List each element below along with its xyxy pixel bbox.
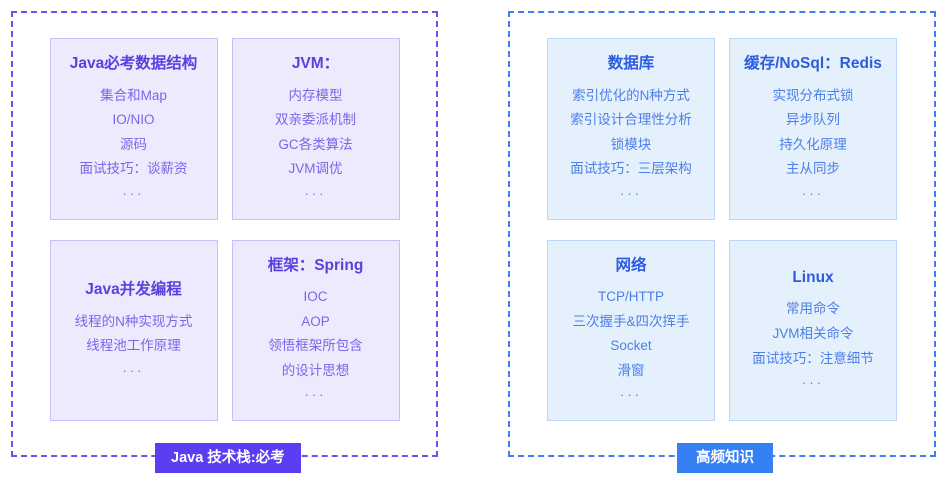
card-java-concurrency[interactable]: Java并发编程 线程的N种实现方式 线程池工作原理 ··· — [49, 240, 218, 421]
card-line: 主从同步 — [786, 161, 840, 177]
card-cache-redis[interactable]: 缓存/NoSql：Redis 实现分布式锁 异步队列 持久化原理 主从同步 ··… — [729, 38, 897, 220]
card-title: 缓存/NoSql：Redis — [744, 55, 882, 73]
card-line-ellipsis: ··· — [619, 387, 642, 403]
card-title: Java必考数据结构 — [69, 55, 198, 73]
card-line: 面试技巧：注意细节 — [752, 350, 874, 366]
card-framework-spring[interactable]: 框架：Spring IOC AOP 领悟框架所包含 的设计思想 ··· — [231, 240, 400, 421]
card-lines: 常用命令 JVM相关命令 面试技巧：注意细节 ··· — [752, 299, 874, 393]
card-database[interactable]: 数据库 索引优化的N种方式 索引设计合理性分析 锁模块 面试技巧：三层架构 ··… — [547, 38, 715, 220]
card-line: 异步队列 — [786, 112, 840, 128]
card-title: 框架：Spring — [267, 256, 364, 274]
card-title: 数据库 — [607, 55, 655, 73]
card-line: 源码 — [120, 136, 147, 152]
card-line: 内存模型 — [288, 87, 343, 103]
card-lines: 内存模型 双亲委派机制 GC各类算法 JVM调优 ··· — [275, 86, 356, 204]
card-line: TCP/HTTP — [597, 289, 664, 305]
badge-java-stack[interactable]: Java 技术栈:必考 — [155, 443, 301, 473]
panel-java-stack-inner: Java必考数据结构 集合和Map IO/NIO 源码 面试技巧：谈薪资 ···… — [13, 13, 436, 455]
card-lines: 线程的N种实现方式 线程池工作原理 ··· — [75, 312, 193, 381]
card-grid-high-frequency: 数据库 索引优化的N种方式 索引设计合理性分析 锁模块 面试技巧：三层架构 ··… — [510, 37, 934, 421]
card-line: 持久化原理 — [779, 136, 847, 152]
panel-java-stack: Java必考数据结构 集合和Map IO/NIO 源码 面试技巧：谈薪资 ···… — [11, 11, 438, 457]
card-line: JVM调优 — [288, 161, 343, 177]
card-title: 网络 — [615, 256, 647, 274]
card-line: Socket — [610, 338, 652, 354]
card-line: 滑窗 — [617, 362, 645, 378]
card-linux[interactable]: Linux 常用命令 JVM相关命令 面试技巧：注意细节 ··· — [729, 240, 897, 421]
card-line-ellipsis: ··· — [620, 185, 642, 201]
card-lines: 索引优化的N种方式 索引设计合理性分析 锁模块 面试技巧：三层架构 ··· — [570, 86, 692, 204]
panel-high-frequency: 数据库 索引优化的N种方式 索引设计合理性分析 锁模块 面试技巧：三层架构 ··… — [508, 11, 936, 457]
card-line: AOP — [301, 313, 330, 329]
card-line: 实现分布式锁 — [772, 87, 854, 103]
card-line: IO/NIO — [112, 112, 155, 128]
card-line-ellipsis: ··· — [122, 185, 145, 201]
card-java-data-structure[interactable]: Java必考数据结构 集合和Map IO/NIO 源码 面试技巧：谈薪资 ··· — [49, 38, 218, 220]
card-line: 三次握手&四次挥手 — [572, 313, 690, 329]
card-line: GC各类算法 — [278, 136, 353, 152]
card-line: 线程池工作原理 — [86, 338, 181, 354]
card-lines: IOC AOP 领悟框架所包含 的设计思想 ··· — [268, 287, 363, 405]
card-line: 锁模块 — [610, 136, 652, 152]
card-line-ellipsis: ··· — [802, 185, 824, 201]
card-line: 双亲委派机制 — [275, 112, 356, 128]
card-title: JVM： — [291, 55, 340, 73]
card-line: 面试技巧：三层架构 — [570, 161, 692, 177]
card-lines: TCP/HTTP 三次握手&四次挥手 Socket 滑窗 ··· — [572, 287, 689, 405]
card-line: 常用命令 — [786, 301, 840, 317]
card-line: IOC — [303, 289, 328, 305]
card-network[interactable]: 网络 TCP/HTTP 三次握手&四次挥手 Socket 滑窗 ··· — [547, 240, 715, 421]
badge-high-frequency[interactable]: 高频知识 — [677, 443, 773, 473]
card-line-ellipsis: ··· — [304, 185, 327, 201]
card-line: 集合和Map — [100, 87, 167, 103]
card-line: 的设计思想 — [281, 362, 350, 378]
card-lines: 实现分布式锁 异步队列 持久化原理 主从同步 ··· — [773, 86, 854, 204]
card-title: Linux — [792, 269, 834, 287]
card-line: 索引设计合理性分析 — [570, 112, 692, 128]
card-line: 面试技巧：谈薪资 — [79, 161, 188, 177]
card-line-ellipsis: ··· — [122, 362, 145, 378]
card-line-ellipsis: ··· — [802, 375, 824, 391]
card-jvm[interactable]: JVM： 内存模型 双亲委派机制 GC各类算法 JVM调优 ··· — [231, 38, 400, 220]
card-line: 领悟框架所包含 — [268, 338, 363, 354]
card-lines: 集合和Map IO/NIO 源码 面试技巧：谈薪资 ··· — [80, 86, 188, 204]
panel-high-frequency-inner: 数据库 索引优化的N种方式 索引设计合理性分析 锁模块 面试技巧：三层架构 ··… — [510, 13, 934, 455]
card-line: 线程的N种实现方式 — [74, 313, 193, 329]
card-title: Java并发编程 — [85, 281, 182, 299]
card-line-ellipsis: ··· — [304, 387, 327, 403]
card-line: JVM相关命令 — [772, 325, 854, 341]
card-grid-java-stack: Java必考数据结构 集合和Map IO/NIO 源码 面试技巧：谈薪资 ···… — [13, 37, 436, 421]
card-line: 索引优化的N种方式 — [572, 87, 690, 103]
